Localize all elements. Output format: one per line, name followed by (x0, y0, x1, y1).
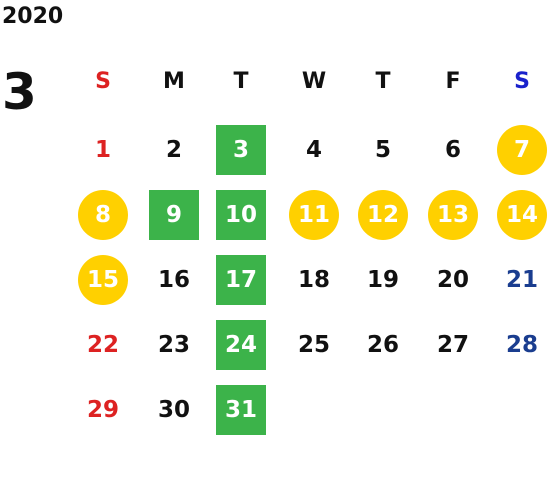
day-cell-8[interactable]: 8 (78, 190, 128, 240)
day-cell-21[interactable]: 21 (505, 267, 538, 293)
day-cell-28[interactable]: 28 (505, 332, 538, 358)
day-cell-1[interactable]: 1 (94, 137, 111, 163)
day-cell-2[interactable]: 2 (165, 137, 182, 163)
weekday-header-3: W (301, 68, 327, 94)
day-cell-23[interactable]: 23 (157, 332, 190, 358)
day-cell-30[interactable]: 30 (157, 397, 190, 423)
day-cell-17[interactable]: 17 (216, 255, 266, 305)
weekday-header-5: F (445, 68, 461, 94)
day-cell-22[interactable]: 22 (86, 332, 119, 358)
weekday-header-4: T (375, 68, 391, 94)
weekday-header-1: M (163, 68, 185, 94)
day-cell-4[interactable]: 4 (305, 137, 322, 163)
day-cell-3[interactable]: 3 (216, 125, 266, 175)
day-cell-5[interactable]: 5 (374, 137, 391, 163)
weekday-header-0: S (95, 68, 111, 94)
day-cell-18[interactable]: 18 (297, 267, 330, 293)
day-cell-27[interactable]: 27 (436, 332, 469, 358)
day-cell-26[interactable]: 26 (366, 332, 399, 358)
day-cell-13[interactable]: 13 (428, 190, 478, 240)
day-cell-31[interactable]: 31 (216, 385, 266, 435)
day-cell-19[interactable]: 19 (366, 267, 399, 293)
day-cell-20[interactable]: 20 (436, 267, 469, 293)
day-cell-7[interactable]: 7 (497, 125, 547, 175)
day-cell-15[interactable]: 15 (78, 255, 128, 305)
month-number: 3 (2, 63, 37, 121)
day-cell-14[interactable]: 14 (497, 190, 547, 240)
day-cell-25[interactable]: 25 (297, 332, 330, 358)
day-cell-10[interactable]: 10 (216, 190, 266, 240)
day-cell-11[interactable]: 11 (289, 190, 339, 240)
day-cell-9[interactable]: 9 (149, 190, 199, 240)
year-label: 2020 (2, 4, 64, 29)
day-cell-12[interactable]: 12 (358, 190, 408, 240)
weekday-header-2: T (233, 68, 249, 94)
day-cell-16[interactable]: 16 (157, 267, 190, 293)
day-cell-24[interactable]: 24 (216, 320, 266, 370)
day-cell-29[interactable]: 29 (86, 397, 119, 423)
weekday-header-6: S (514, 68, 530, 94)
day-cell-6[interactable]: 6 (444, 137, 461, 163)
